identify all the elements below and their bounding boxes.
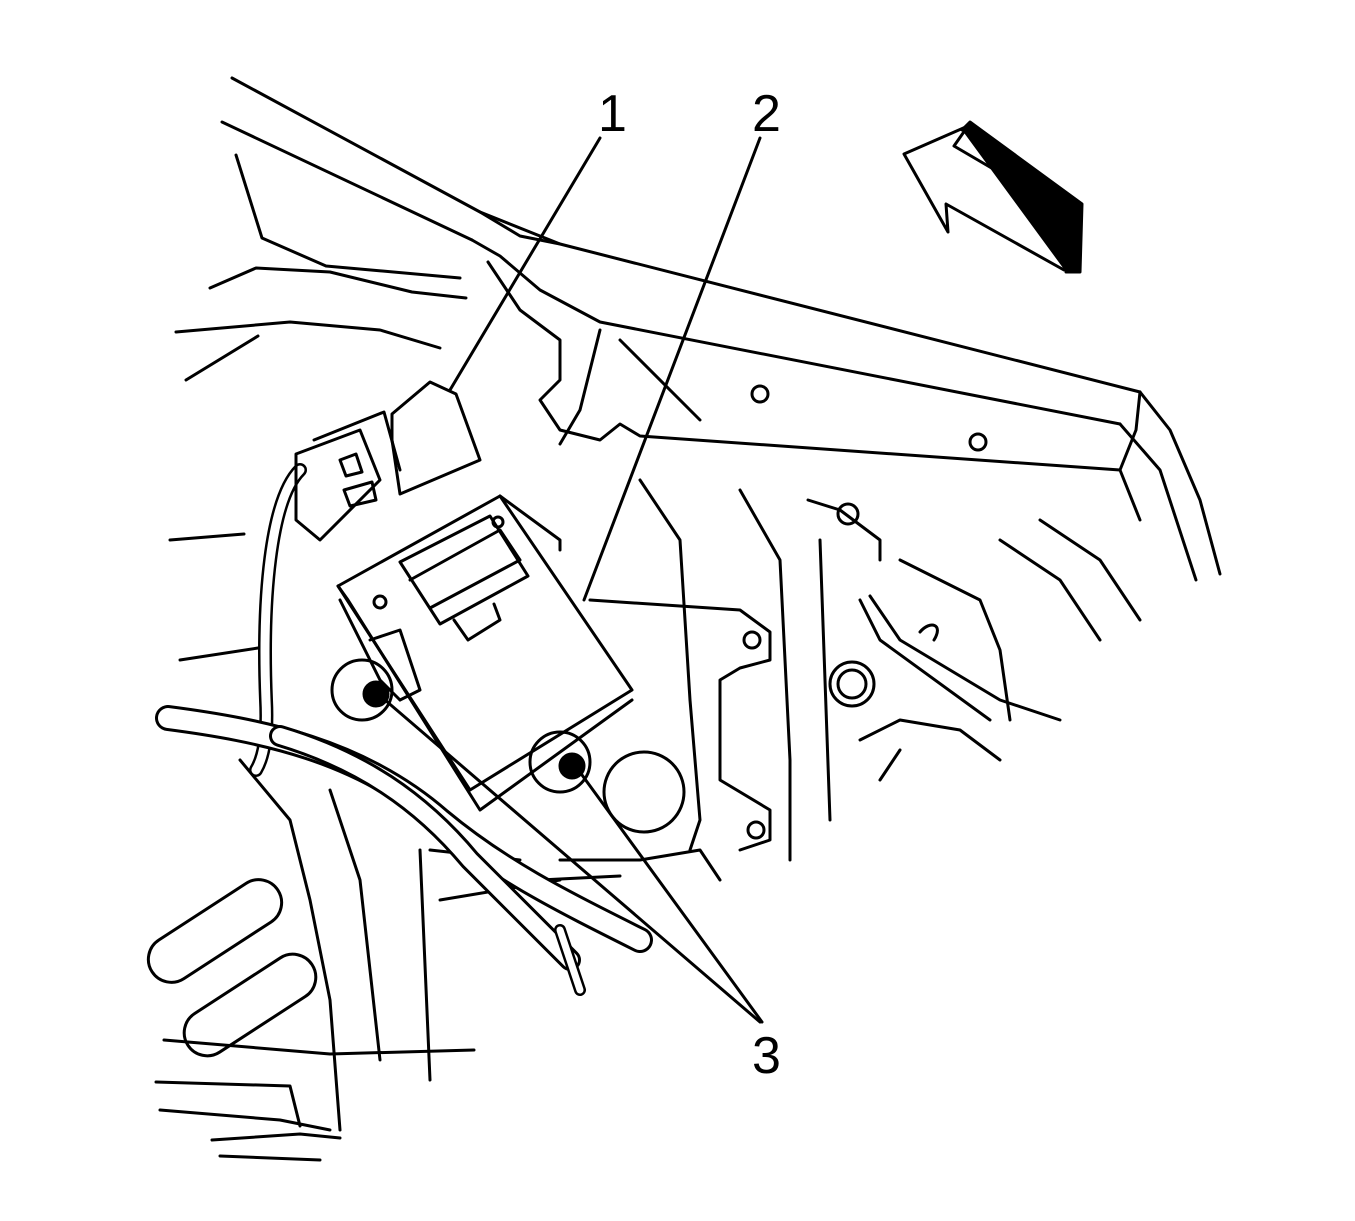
direction-arrow-icon (902, 120, 1084, 274)
callout-3: 3 (752, 1027, 781, 1085)
electrical-connector (294, 380, 482, 542)
control-module (336, 494, 634, 812)
leader-lines (376, 136, 764, 1024)
callout-1: 1 (598, 85, 627, 143)
callout-2: 2 (752, 85, 781, 143)
wiring-harness (155, 463, 653, 996)
inner-panel (428, 478, 1142, 902)
lower-structure (146, 532, 476, 1162)
body-panel (174, 76, 1222, 582)
fasteners (330, 658, 592, 794)
